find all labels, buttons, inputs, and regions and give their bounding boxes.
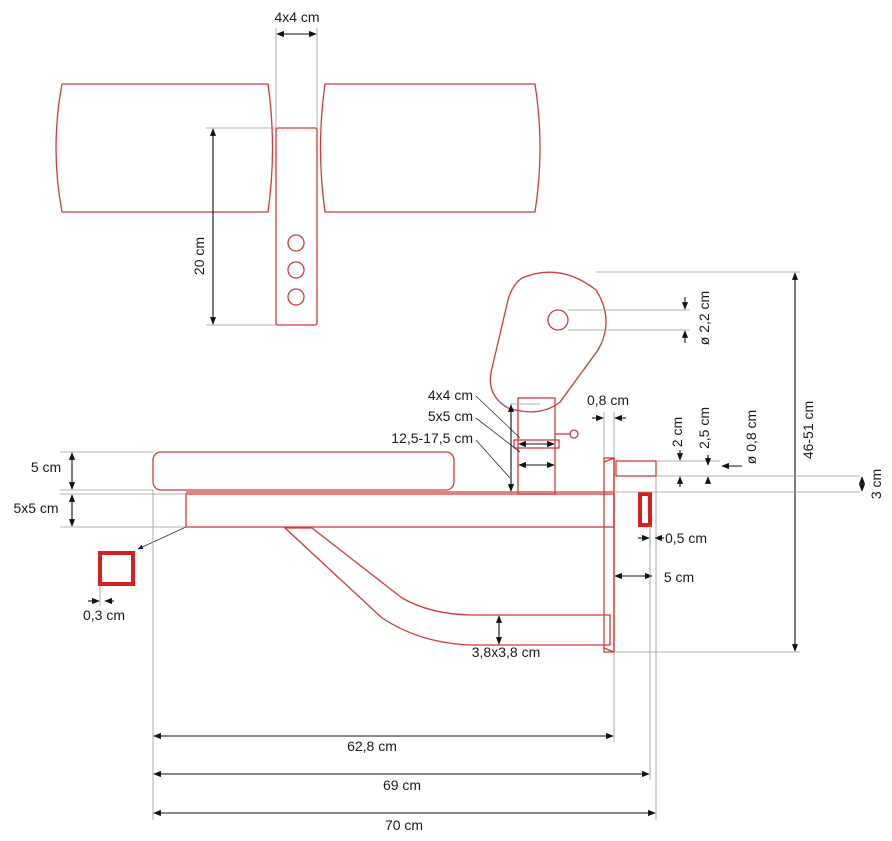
left-roller-pad — [55, 83, 274, 213]
label-len-628: 62,8 cm — [347, 738, 397, 754]
adjust-pin-knob — [569, 429, 579, 439]
label-h-3: 3 cm — [868, 469, 884, 499]
mount-bracket-top — [615, 460, 657, 477]
label-h-25: 2,5 cm — [696, 407, 712, 449]
adjust-hole-2 — [287, 261, 305, 279]
diagonal-brace — [283, 527, 611, 646]
label-plate-05: 0,5 cm — [665, 530, 707, 546]
label-height-20: 20 cm — [191, 237, 207, 275]
main-frame-tube — [185, 493, 615, 528]
label-diameter-08: ø 0,8 cm — [743, 410, 759, 464]
label-depth-5: 5 cm — [664, 569, 694, 585]
label-h-2: 2 cm — [669, 417, 685, 447]
top-view: 4x4 cm 20 cm — [55, 9, 541, 326]
adjust-hole-1 — [287, 234, 305, 252]
label-tube-5x5-left: 5x5 cm — [13, 500, 58, 516]
tube-end-cap — [638, 492, 652, 527]
label-tube-4x4: 4x4 cm — [428, 387, 473, 403]
label-height-4651: 46-51 cm — [800, 401, 816, 459]
label-gap-08: 0,8 cm — [587, 392, 629, 408]
label-range-125-175: 12,5-17,5 cm — [391, 430, 473, 446]
label-len-70: 70 cm — [385, 817, 423, 833]
adjust-hole-3 — [287, 288, 305, 306]
mount-plate — [603, 457, 615, 653]
side-view: 5 cm 5x5 cm 0,3 cm 4x4 cm 5x5 cm 12,5-17… — [13, 271, 884, 833]
seat-pad — [152, 451, 455, 491]
tube-cross-section — [98, 551, 135, 586]
label-pad-5: 5 cm — [31, 459, 61, 475]
top-support-bar — [275, 127, 318, 326]
right-roller-pad — [319, 83, 541, 213]
side-roller-pad — [489, 271, 607, 413]
label-tube-size-top: 4x4 cm — [274, 9, 319, 25]
label-len-69: 69 cm — [383, 777, 421, 793]
label-wall-03: 0,3 cm — [83, 607, 125, 623]
label-tube-5x5-upper: 5x5 cm — [428, 408, 473, 424]
vertical-post — [517, 397, 556, 495]
label-diameter-22: ø 2,2 cm — [696, 291, 712, 345]
roller-axle-hole — [547, 309, 569, 331]
label-tube-38: 3,8x3,8 cm — [472, 644, 540, 660]
